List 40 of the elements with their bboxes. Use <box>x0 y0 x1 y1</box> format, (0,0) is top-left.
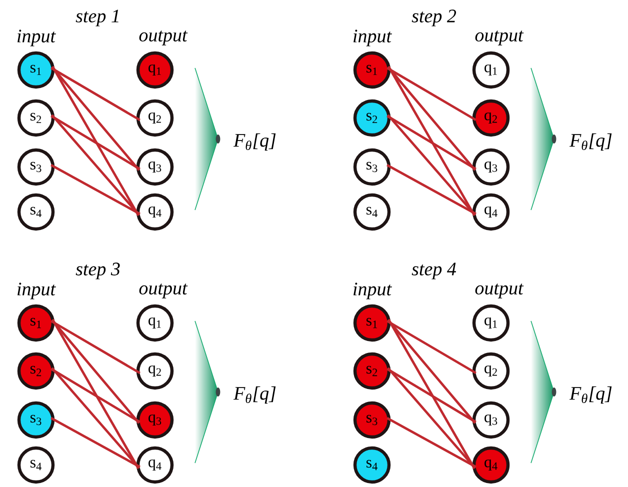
connection-line <box>386 164 476 215</box>
connection-line <box>50 417 140 468</box>
connection-line <box>50 368 140 424</box>
connection-line <box>52 318 140 470</box>
step-title: step 3 <box>76 262 120 280</box>
connection-line <box>51 114 140 216</box>
connection-line <box>51 319 140 424</box>
column-heading: input <box>354 282 392 300</box>
column-heading: input <box>18 30 56 46</box>
step-title: step 2 <box>412 10 456 26</box>
formula-label: F$_{θ}$[q] <box>233 386 276 404</box>
column-heading: input <box>18 282 56 300</box>
connection-line <box>387 66 476 171</box>
connection-line <box>387 319 476 424</box>
connection-line <box>388 66 476 216</box>
connection-line <box>386 320 476 374</box>
connection-line <box>386 417 476 468</box>
connection-line <box>51 367 140 469</box>
column-heading: output <box>475 284 524 298</box>
formula-label: F$_{θ}$[q] <box>233 133 276 151</box>
connection-line <box>50 66 140 122</box>
column-heading: input <box>354 30 392 46</box>
connection-line <box>386 114 476 170</box>
step-title: step 4 <box>412 262 456 280</box>
formula-label: F$_{θ}$[q] <box>569 133 612 151</box>
column-heading: output <box>139 30 188 46</box>
formula-label: F$_{θ}$[q] <box>569 386 612 404</box>
connection-line <box>386 368 476 424</box>
connection-line <box>50 320 140 374</box>
connection-line <box>386 66 476 122</box>
connection-line <box>388 318 476 470</box>
connection-line <box>50 164 140 215</box>
connection-line <box>50 114 140 170</box>
connection-line <box>52 66 140 216</box>
connection-line <box>51 66 140 171</box>
step-title: step 1 <box>76 10 118 26</box>
column-heading: output <box>475 30 524 46</box>
connection-line <box>387 367 476 469</box>
connection-line <box>387 114 476 216</box>
column-heading: output <box>139 284 188 298</box>
